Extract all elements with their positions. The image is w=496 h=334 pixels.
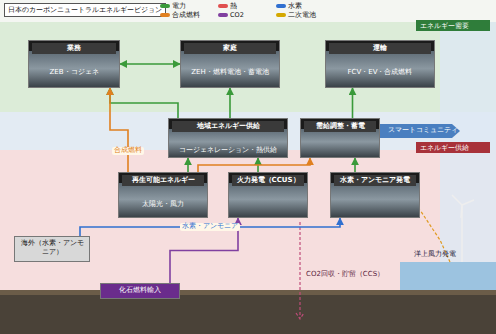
energy-flow (354, 158, 356, 172)
node-box: 海外（水素・アンモニア） (14, 236, 90, 262)
sea (400, 262, 496, 290)
node-box: 需給調整・蓄電 (300, 118, 380, 158)
legend-item: 水素 (276, 2, 334, 11)
band-label: CO2回収・貯留（CCS） (306, 270, 384, 278)
legend-item: 二次電池 (276, 11, 334, 20)
legend-item: 電力 (160, 2, 218, 11)
demand-band (0, 22, 496, 112)
supply-band (0, 150, 496, 290)
legend: 電力 熱 水素合成燃料 CO2 二次電池 (160, 2, 340, 20)
legend-item: 熱 (218, 2, 276, 11)
flow-label: 合成燃料 (112, 147, 144, 155)
node-box: 業務 ZEB・コジェネ (28, 40, 120, 88)
band-label: 洋上風力発電 (414, 250, 456, 258)
node-heading: 地域エネルギー供給 (172, 121, 284, 132)
node-body: 太陽光・風力 (122, 188, 204, 209)
smart-community-arrow (376, 124, 460, 138)
demand-tag (416, 20, 490, 31)
node-box: 火力発電（CCUS） (228, 172, 308, 218)
node-heading: 業務 (32, 43, 116, 54)
node-box: 運輸 FCV・EV・合成燃料 (325, 40, 435, 88)
energy-flow (110, 88, 128, 172)
co2-storage-arrow (296, 222, 304, 319)
ground (0, 290, 496, 334)
band-label: スマートコミュニティ (388, 126, 458, 134)
legend-swatch (218, 13, 228, 17)
band-label: エネルギー供給 (420, 144, 469, 152)
legend-text: 二次電池 (288, 11, 316, 19)
supply-tag (416, 142, 490, 153)
legend-swatch (276, 13, 286, 17)
node-heading: 火力発電（CCUS） (232, 175, 304, 186)
node-heading: 需給調整・蓄電 (304, 121, 376, 132)
node-body: FCV・EV・合成燃料 (329, 56, 431, 77)
legend-text: 合成燃料 (172, 11, 200, 19)
node-box: 化石燃料輸入 (100, 283, 180, 299)
node-body: ZEB・コジェネ (32, 56, 116, 77)
legend-swatch (160, 13, 170, 17)
legend-text: 水素 (288, 2, 302, 10)
energy-flow (198, 158, 310, 172)
node-heading: 再生可能エネルギー (122, 175, 204, 186)
node-heading: 海外（水素・アンモニア） (18, 239, 86, 257)
energy-flow (110, 88, 178, 118)
node-heading: 家庭 (184, 43, 276, 54)
node-heading: 運輸 (329, 43, 431, 54)
energy-flow (229, 88, 231, 118)
node-body: ZEH・燃料電池・蓄電池 (184, 56, 276, 77)
energy-flow (80, 218, 340, 236)
legend-item: CO2 (218, 11, 276, 20)
energy-flow (120, 63, 180, 65)
node-heading: 水素・アンモニア発電 (334, 175, 416, 186)
node-body: コージェネレーション・熱供給 (172, 134, 284, 155)
sky (440, 22, 496, 290)
legend-text: CO2 (230, 11, 244, 19)
legend-text: 電力 (172, 2, 186, 10)
diagram-title: 日本のカーボンニュートラルエネルギービジョン (4, 3, 166, 17)
energy-flow (187, 158, 189, 172)
node-box: 家庭 ZEH・燃料電池・蓄電池 (180, 40, 280, 88)
flow-label: 水素・アンモニア (180, 223, 240, 231)
node-box: 地域エネルギー供給コージェネレーション・熱供給 (168, 118, 288, 158)
legend-text: 熱 (230, 2, 237, 10)
band-label: エネルギー需要 (420, 22, 469, 30)
ground-surface (0, 290, 496, 295)
node-box: 水素・アンモニア発電 (330, 172, 420, 218)
legend-swatch (160, 4, 170, 8)
node-heading: 化石燃料輸入 (104, 286, 176, 295)
legend-item: 合成燃料 (160, 11, 218, 20)
legend-swatch (276, 4, 286, 8)
node-box: 再生可能エネルギー太陽光・風力 (118, 172, 208, 218)
legend-swatch (218, 4, 228, 8)
energy-flow (352, 88, 354, 118)
